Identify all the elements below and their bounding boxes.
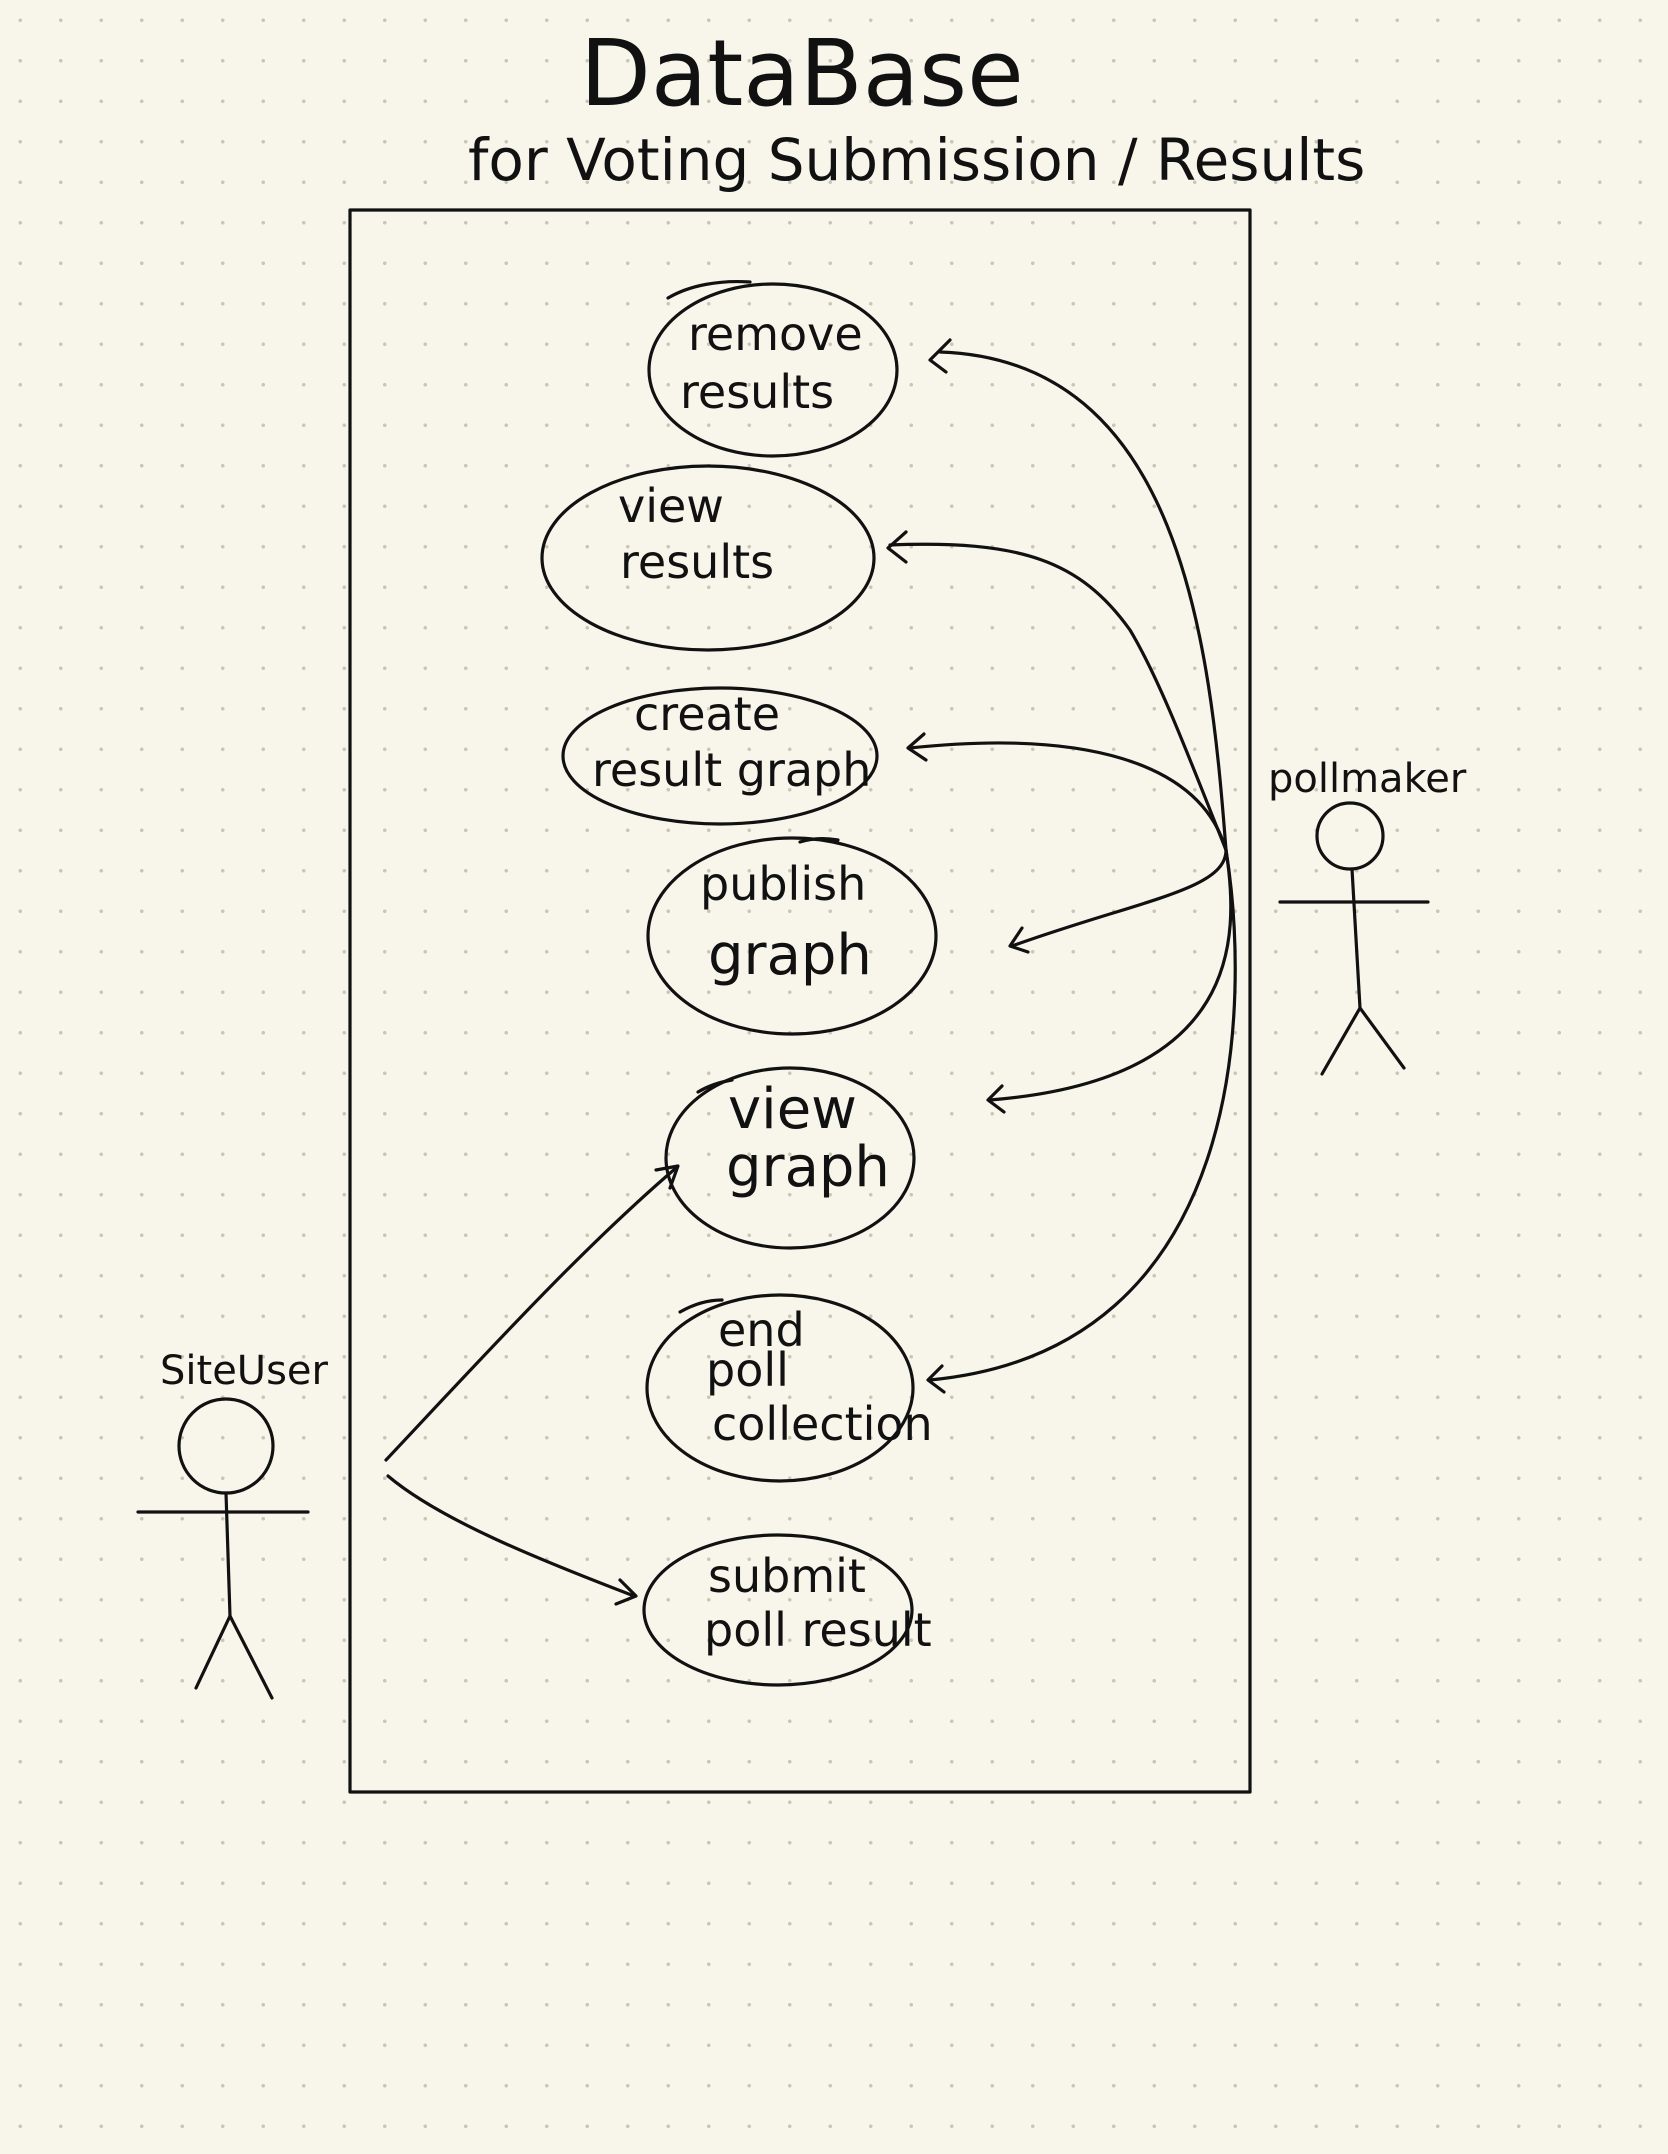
actor-head — [177, 1397, 275, 1495]
use-case-publish-graph: publish graph — [646, 836, 938, 1036]
actor-body — [1350, 867, 1362, 1010]
ellipse-sketch-stroke — [798, 837, 840, 844]
use-case-label-line: graph — [726, 1135, 890, 1200]
arrowhead — [654, 1164, 680, 1190]
use-case-label-line: submit — [708, 1549, 866, 1603]
association-to-create-result-graph — [908, 741, 1228, 852]
diagram-title: DataBase — [580, 20, 1024, 127]
use-case-view-results: view results — [540, 464, 876, 652]
arrowhead — [614, 1578, 638, 1606]
arrowhead — [926, 1364, 946, 1394]
use-case-submit-poll-result: submit poll result — [642, 1533, 932, 1687]
use-case-ellipse — [646, 836, 938, 1036]
use-case-label-line: end — [718, 1303, 805, 1357]
use-case-create-result-graph: create result graph — [561, 686, 879, 826]
ellipse-sketch-stroke — [678, 1298, 724, 1314]
association-to-submit-poll-result — [386, 1474, 636, 1598]
ellipse-sketch-stroke — [696, 1078, 734, 1094]
association-to-remove-results — [938, 350, 1228, 852]
use-case-label-line: results — [680, 365, 834, 419]
siteuser-associations — [384, 1164, 680, 1606]
use-case-label-line: poll — [706, 1343, 789, 1397]
arrowhead — [1008, 926, 1030, 954]
use-case-label-line: poll result — [704, 1603, 932, 1657]
use-case-label-line: publish — [700, 857, 866, 911]
arrowhead — [886, 530, 908, 564]
association-to-end-poll-collection — [928, 848, 1237, 1382]
actor-siteuser: SiteUser — [136, 1348, 329, 1700]
diagram-subtitle: for Voting Submission / Results — [468, 126, 1365, 194]
use-case-label-line: collection — [712, 1397, 933, 1451]
use-case-ellipse — [642, 1533, 914, 1687]
actor-head — [1315, 801, 1385, 871]
use-case-ellipse — [647, 282, 899, 458]
use-case-remove-results: remove results — [647, 280, 899, 458]
use-case-ellipse — [664, 1066, 916, 1250]
use-case-label-line: create — [634, 687, 780, 741]
use-case-label-line: remove — [688, 307, 863, 361]
use-case-label-line: graph — [708, 923, 872, 988]
actor-legs — [194, 1614, 274, 1700]
association-to-view-graph — [988, 848, 1233, 1102]
ellipse-sketch-stroke — [666, 280, 752, 300]
use-case-ellipse — [540, 464, 876, 652]
arrowhead — [906, 732, 928, 762]
actor-legs — [1320, 1006, 1406, 1076]
use-case-label-line: view — [728, 1077, 857, 1142]
arrowhead — [928, 338, 952, 374]
actor-body — [224, 1491, 232, 1618]
association-to-view-graph — [384, 1166, 678, 1462]
pollmaker-associations — [886, 338, 1237, 1394]
actor-label: SiteUser — [160, 1348, 329, 1394]
use-case-ellipse — [561, 686, 879, 826]
use-case-label-line: results — [620, 535, 774, 589]
system-boundary — [348, 208, 1252, 1794]
use-case-label-line: view — [618, 479, 724, 533]
association-to-view-results — [888, 542, 1228, 852]
use-case-end-poll-collection: end poll collection — [645, 1293, 933, 1483]
association-to-publish-graph — [1010, 848, 1228, 948]
use-case-view-graph: view graph — [664, 1066, 916, 1250]
actor-pollmaker: pollmaker — [1268, 756, 1467, 1076]
use-case-label-line: result graph — [592, 743, 871, 797]
arrowhead — [986, 1084, 1006, 1114]
actor-label: pollmaker — [1268, 756, 1467, 802]
use-case-ellipse — [645, 1293, 915, 1483]
